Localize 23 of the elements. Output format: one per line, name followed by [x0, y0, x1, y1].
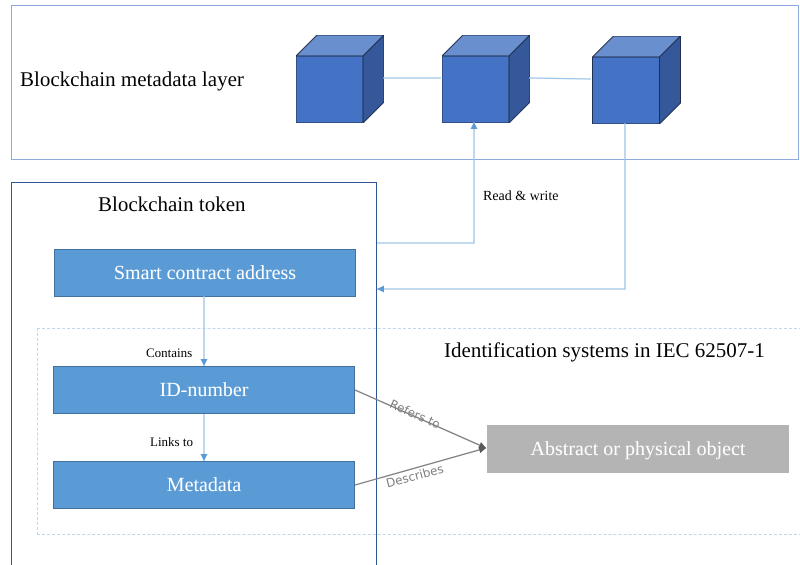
heading: Identification systems in IEC 62507-1: [444, 337, 765, 364]
cube-icon: [442, 35, 530, 123]
edge-label: Contains: [146, 344, 192, 362]
layer-panel: [11, 5, 799, 160]
process-box: ID-number: [53, 366, 355, 414]
process-box: Metadata: [53, 461, 355, 509]
arrow: [377, 123, 626, 292]
edge-label: Links to: [150, 433, 193, 451]
cube-icon: [296, 35, 384, 123]
cube-icon: [592, 36, 681, 124]
object-box: Abstract or physical object: [487, 425, 789, 473]
connector-line: [528, 77, 592, 80]
process-box: Smart contract address: [54, 249, 356, 297]
arrow: [354, 389, 486, 449]
arrow: [200, 296, 208, 366]
arrow: [377, 122, 478, 244]
heading: Blockchain metadata layer: [20, 66, 244, 93]
edge-label: Read & write: [483, 188, 558, 206]
heading: Blockchain token: [98, 191, 246, 218]
arrow: [354, 446, 486, 486]
token-panel: [11, 182, 377, 565]
connector-line: [383, 77, 441, 79]
arrow: [200, 414, 208, 461]
